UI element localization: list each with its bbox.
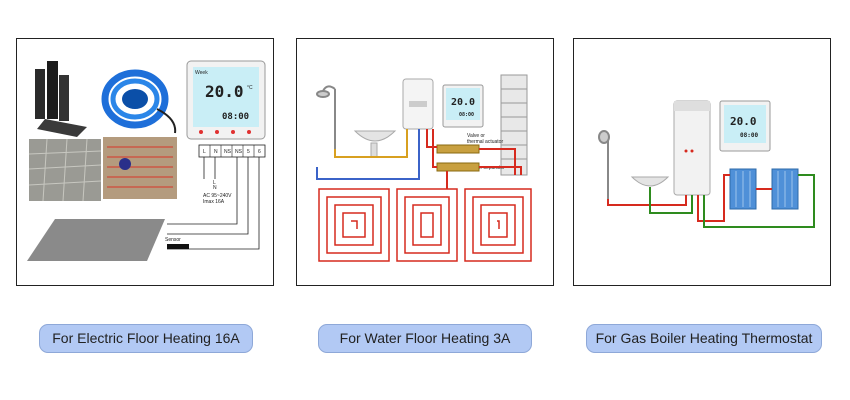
electric-heating-diagram: Week 20.0 °C 08:00 L N NS NS 5 6 [27,60,266,261]
shower-icon [316,85,336,149]
gas-boiler-panel: 20.0 08:00 [573,38,831,286]
svg-text:08:00: 08:00 [459,112,474,118]
terminal-block: L N NS NS 5 6 [198,144,266,158]
thermostat-device: Week 20.0 °C 08:00 [186,60,266,140]
svg-text:08:00: 08:00 [222,112,249,122]
svg-text:08:00: 08:00 [740,132,758,139]
svg-text:20.0: 20.0 [730,115,757,128]
svg-text:N: N [213,185,217,191]
caption-gas-boiler-heating: For Gas Boiler Heating Thermostat [586,324,822,353]
boiler-icon [673,100,711,196]
sink-icon [630,176,670,187]
svg-text:NS: NS [224,149,232,155]
svg-text:20.0: 20.0 [451,97,475,108]
svg-text:N: N [214,149,218,155]
caption-electric-floor-heating: For Electric Floor Heating 16A [39,324,253,353]
caption-water-floor-heating: For Water Floor Heating 3A [318,324,532,353]
svg-text:6: 6 [258,149,261,155]
wiring [167,157,260,250]
svg-text:Valve or: Valve or [467,133,485,139]
svg-text:Imax 16A: Imax 16A [203,199,225,205]
svg-text:L: L [213,180,216,186]
heating-cable-coil [101,69,177,134]
svg-text:NS: NS [235,149,243,155]
sink-icon [353,130,397,142]
gas-boiler-diagram: 20.0 08:00 [598,100,815,228]
svg-text:L: L [203,149,206,155]
shower-icon [598,130,610,199]
cable-install-photo [103,137,177,199]
floor-heating-loops [318,188,532,262]
electric-heating-panel: Week 20.0 °C 08:00 L N NS NS 5 6 [16,38,274,286]
heated-floor-plate [27,219,165,261]
svg-text:5: 5 [247,149,250,155]
heating-film-rolls [35,61,87,137]
svg-text:°C: °C [247,85,253,91]
svg-text:Sensor: Sensor [165,237,181,243]
thermostat-device: 20.0 08:00 [442,84,484,128]
pipes [607,174,815,228]
floor-sensor [167,244,189,249]
svg-text:Week: Week [195,70,208,76]
pipes [316,129,522,189]
water-separator-manifold [436,144,480,154]
thermostat-device: 20.0 08:00 [719,100,771,152]
svg-text:thermal actuator: thermal actuator [467,139,503,145]
water-heating-diagram: 20.0 08:00 Valve or thermal actuator Wat… [316,74,532,262]
svg-text:AC 95~240V: AC 95~240V [203,193,232,199]
svg-text:20.0: 20.0 [205,82,244,101]
water-heating-panel: 20.0 08:00 Valve or thermal actuator Wat… [296,38,554,286]
